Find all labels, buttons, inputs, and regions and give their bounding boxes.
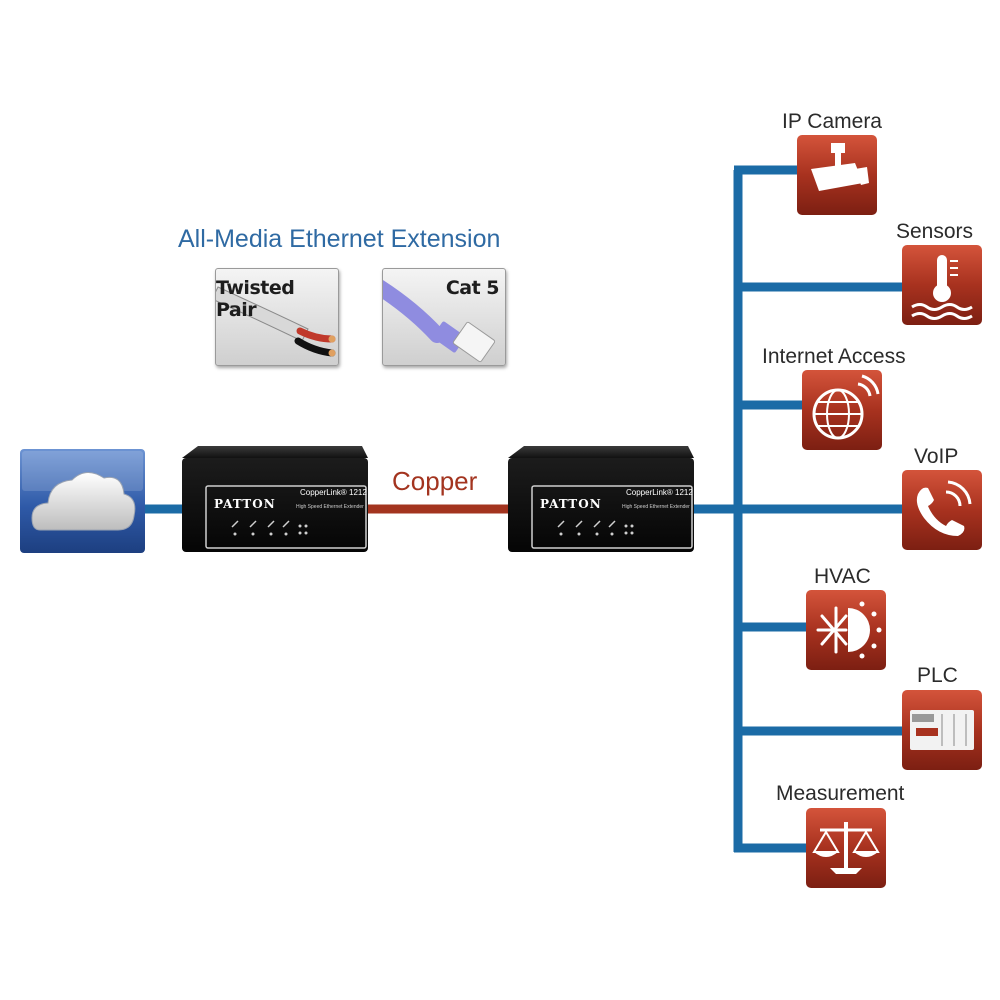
- endpoint-label-plc: PLC: [917, 664, 958, 687]
- endpoint-label-ip-camera: IP Camera: [782, 110, 882, 133]
- copperlink-device-1: [182, 446, 368, 552]
- device-2-model: CopperLink® 1212: [626, 488, 693, 497]
- endpoint-label-measurement: Measurement: [776, 782, 905, 805]
- camera-icon: [797, 135, 877, 215]
- twisted-pair-cable-icon: [216, 286, 336, 357]
- phone-icon: [902, 470, 982, 550]
- globe-icon: [802, 370, 882, 450]
- diagram-title: All-Media Ethernet Extension: [178, 225, 501, 253]
- cat5-card: Cat 5: [382, 268, 506, 366]
- endpoint-label-internet-access: Internet Access: [762, 345, 906, 368]
- endpoint-label-hvac: HVAC: [814, 565, 871, 588]
- endpoint-label-voip: VoIP: [914, 445, 959, 468]
- twisted-pair-card: Twisted Pair: [215, 268, 339, 366]
- endpoint-label-sensors: Sensors: [896, 220, 974, 243]
- twisted-pair-label: Twisted Pair: [216, 277, 295, 321]
- cloud-icon: [20, 449, 145, 553]
- thermometer-icon: [902, 245, 982, 325]
- scale-icon: [806, 808, 886, 888]
- device-1-brand: PATTON: [214, 497, 276, 511]
- copperlink-device-2: [508, 446, 694, 552]
- device-1-subtitle: High Speed Ethernet Extender: [296, 504, 364, 510]
- device-2-subtitle: High Speed Ethernet Extender: [622, 504, 690, 510]
- cat5-label: Cat 5: [445, 277, 500, 299]
- device-1-model: CopperLink® 1212: [300, 488, 367, 497]
- device-2-brand: PATTON: [540, 497, 602, 511]
- hvac-icon: [806, 590, 886, 670]
- plc-icon: [902, 690, 982, 770]
- cat5-cable-icon: [383, 280, 496, 363]
- copper-label: Copper: [392, 466, 478, 496]
